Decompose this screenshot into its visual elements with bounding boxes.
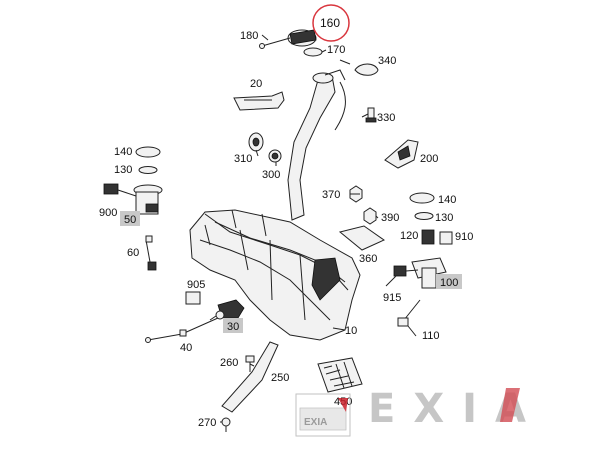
filter-450 [317, 357, 363, 393]
bolt-260 [245, 355, 255, 372]
label-20: 20 [250, 78, 262, 90]
label-170: 170 [327, 44, 345, 56]
cable-40 [145, 317, 219, 343]
level-sensor-60 [145, 235, 157, 271]
label-100: 100 [440, 277, 458, 289]
ring-130-right [414, 212, 434, 220]
label-905: 905 [187, 279, 205, 291]
label-160: 160 [320, 16, 340, 30]
flap-340 [354, 63, 379, 76]
label-60: 60 [127, 247, 139, 259]
label-250: 250 [271, 372, 289, 384]
label-130-right: 130 [435, 212, 453, 224]
label-40: 40 [180, 342, 192, 354]
ring-140-right [409, 192, 435, 204]
label-120: 120 [400, 230, 418, 242]
label-30: 30 [227, 321, 239, 333]
sensor-30 [215, 299, 245, 320]
leader-lines [209, 34, 417, 423]
label-370: 370 [322, 189, 340, 201]
label-140-right: 140 [438, 194, 456, 206]
nut-390 [363, 207, 377, 225]
label-110: 110 [422, 330, 440, 342]
strap-250 [221, 341, 279, 413]
watermark-logo-text: EXIA [304, 417, 327, 428]
label-box-50 [120, 211, 140, 226]
watermark-large-text: EXIA [368, 386, 544, 432]
label-910: 910 [455, 231, 473, 243]
label-390: 390 [381, 212, 399, 224]
highlight-circle [312, 4, 350, 42]
watermark-logo: EXIA [295, 393, 351, 437]
label-130-left: 130 [114, 164, 132, 176]
label-260: 260 [220, 357, 238, 369]
fuel-tank-10 [189, 209, 361, 341]
valve-300 [268, 149, 282, 163]
level-sensor-110 [397, 299, 421, 327]
label-50: 50 [124, 214, 136, 226]
valve-310 [248, 132, 264, 152]
label-300: 300 [262, 169, 280, 181]
label-915: 915 [383, 292, 401, 304]
label-140-left: 140 [114, 146, 132, 158]
label-340: 340 [378, 55, 396, 67]
ring-140-left [135, 146, 161, 158]
label-360: 360 [359, 253, 377, 265]
fuel-sender-50 [103, 183, 163, 215]
label-180: 180 [240, 30, 258, 42]
watermark-large: EXIA [368, 386, 544, 432]
label-box-100 [436, 274, 462, 289]
screw-330 [365, 107, 377, 123]
pad-360 [338, 225, 386, 251]
connector-905 [185, 291, 201, 305]
fuel-pump-100 [393, 229, 453, 289]
label-box-30 [223, 318, 243, 333]
label-330: 330 [377, 112, 395, 124]
filler-neck [287, 69, 346, 221]
heat-shield-20 [233, 91, 285, 111]
label-900: 900 [99, 207, 117, 219]
ring-130-left [138, 166, 158, 174]
label-200: 200 [420, 153, 438, 165]
bolt-270 [221, 417, 231, 432]
filler-cap-160 [259, 29, 317, 49]
label-270: 270 [198, 417, 216, 429]
label-10: 10 [345, 325, 357, 337]
seal-170 [303, 47, 323, 57]
label-310: 310 [234, 153, 252, 165]
